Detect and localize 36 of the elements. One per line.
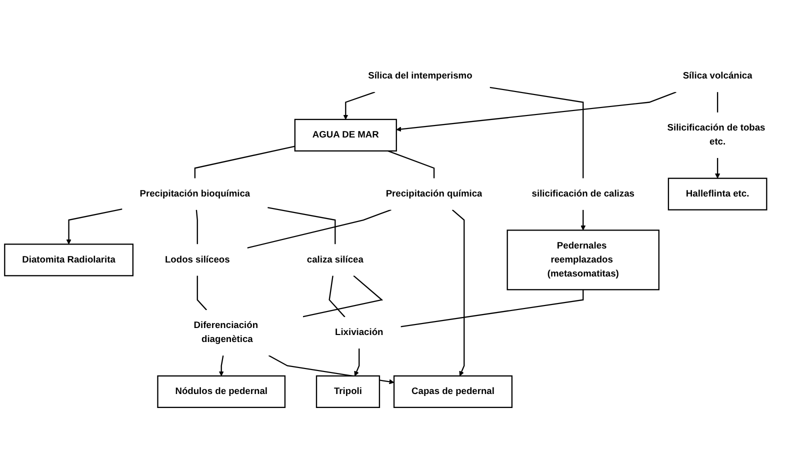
connector	[388, 150, 435, 178]
node-text: Sílica volcánica	[682, 71, 752, 81]
arrow	[218, 355, 224, 376]
connector	[247, 209, 392, 249]
node-text: Lixiviación	[335, 328, 384, 338]
arrow	[452, 209, 465, 376]
node-text: Diferenciación diagenètica	[194, 320, 258, 344]
connector	[196, 276, 208, 310]
connector	[194, 146, 296, 178]
connector	[268, 206, 336, 244]
arrow	[715, 158, 720, 179]
connector	[490, 86, 584, 178]
arrow	[343, 92, 376, 120]
connector	[302, 275, 384, 318]
node-box: Halleflinta etc.	[668, 178, 768, 210]
node-text: Sílica del intemperismo	[368, 71, 472, 81]
node-box: Nódulos de pedernal	[157, 375, 286, 408]
arrow	[580, 210, 586, 230]
arrow	[66, 208, 122, 244]
node-text: Precipitación química	[386, 188, 482, 199]
connector	[328, 276, 346, 318]
node-text: Silicificación de tobas etc.	[667, 122, 766, 147]
arrow	[354, 348, 360, 376]
connector	[400, 290, 584, 328]
node-box: Pedernales reemplazados (metasomatitas)	[506, 230, 660, 290]
node-text: Precipitación bioquímica	[140, 188, 250, 199]
node-box: AGUA DE MAR	[294, 118, 397, 152]
node-text: silicificación de calizas	[532, 188, 634, 199]
node-text: caliza silícea	[306, 254, 364, 265]
node-text: Lodos silíceos	[164, 254, 230, 265]
arrow	[396, 92, 676, 132]
node-box: Diatomita Radiolarita	[4, 244, 134, 276]
connector	[716, 92, 718, 112]
node-box: Tripoli	[316, 375, 380, 408]
node-box: Capas de pedernal	[393, 375, 513, 408]
connector	[196, 210, 198, 244]
